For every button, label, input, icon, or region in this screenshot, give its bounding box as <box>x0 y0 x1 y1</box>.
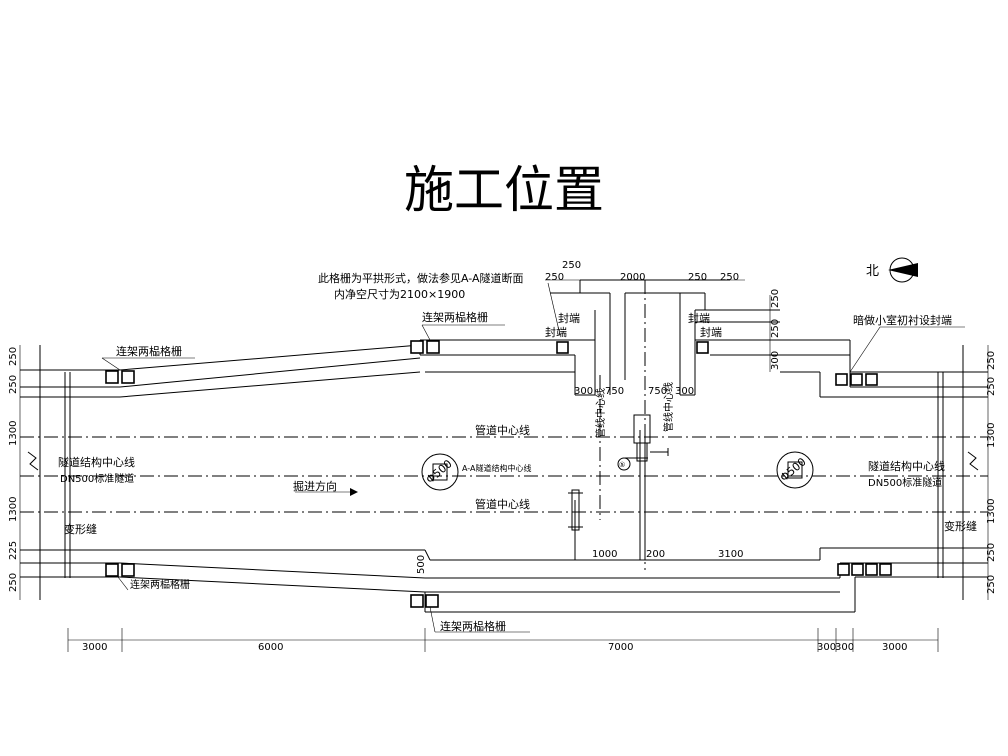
deform-joint-right: 变形缝 <box>944 519 977 533</box>
tunnel-std-left: DN500标准隧道 <box>60 472 134 485</box>
center-lines <box>20 280 988 570</box>
tunnel-std-right: DN500标准隧道 <box>868 476 942 489</box>
slide-title: 施工位置 <box>404 161 604 219</box>
dim-left-250-b: 250 <box>8 375 19 394</box>
phi-right-label: Φ500 <box>778 455 809 484</box>
dim-left-1300-b: 1300 <box>8 497 19 522</box>
pipe-markers <box>421 414 814 531</box>
dim-inner-750-left: 750 <box>605 386 624 397</box>
dim-inner-750-right: 750 <box>648 386 667 397</box>
dim-left-250-c: 250 <box>8 573 19 592</box>
annotations: 此格栅为平拱形式，做法参见A-A隧道断面 内净空尺寸为2100×1900 连架两… <box>58 271 977 633</box>
dim-inner-300-left: 300 <box>574 386 593 397</box>
dim-bottom-300-a: 300 <box>817 642 836 653</box>
grid-label-top-left: 连架两榀格栅 <box>116 344 182 358</box>
dim-right-1300-a: 1300 <box>986 423 997 448</box>
seal-label-left-2: 封端 <box>545 325 567 339</box>
dim-bottom-300-b: 300 <box>835 642 854 653</box>
dim-bottom-7000: 7000 <box>608 642 633 653</box>
seal-label-right-1: 封端 <box>688 311 710 325</box>
pipe-line-label-1: 管线中心线 <box>594 388 607 438</box>
pipe-line-label-2: 管线中心线 <box>662 382 675 432</box>
dim-mid-500: 500 <box>416 555 427 574</box>
dim-top-2000: 2000 <box>620 272 645 283</box>
deform-joint-left: 变形缝 <box>64 522 97 536</box>
dim-right-250-e: 250 <box>986 543 997 562</box>
dimension-lines <box>19 279 989 652</box>
small-circle-mark <box>617 457 631 471</box>
north-arrow: 北 <box>866 257 918 283</box>
dim-top-250-a: 250 <box>562 260 581 271</box>
arch-note-line2: 内净空尺寸为2100×1900 <box>334 287 465 301</box>
grid-label-top-mid: 连架两榀格栅 <box>422 310 488 324</box>
arch-note-line1: 此格栅为平拱形式，做法参见A-A隧道断面 <box>318 271 524 285</box>
dim-bottom-6000: 6000 <box>258 642 283 653</box>
dim-left-1300-a: 1300 <box>8 421 19 446</box>
seal-label-right-2: 封端 <box>700 325 722 339</box>
dim-top-250-b: 250 <box>545 272 564 283</box>
pipe-center-top: 管道中心线 <box>475 423 530 437</box>
grid-label-bottom-left: 连架两榀格栅 <box>130 578 190 591</box>
chamber-seal-label: 暗做小室初衬设封端 <box>853 313 952 327</box>
dim-right-250-f: 250 <box>986 575 997 594</box>
dimension-texts: 250 2000 250 250 250 250 250 300 300 750… <box>8 260 997 653</box>
dim-right-250-c: 250 <box>986 351 997 370</box>
dim-top-250-c: 250 <box>688 272 707 283</box>
dim-inner-300-right: 300 <box>675 386 694 397</box>
pipe-circle-right <box>776 451 814 489</box>
dig-direction-label: 掘进方向 <box>293 479 337 493</box>
dim-right-1300-b: 1300 <box>986 499 997 524</box>
seal-label-left-1: 封端 <box>558 311 580 325</box>
dim-right-250-b: 250 <box>770 319 781 338</box>
aa-center-label: A-A隧道结构中心线 <box>462 463 531 473</box>
phi-left-label: Φ500 <box>424 457 455 486</box>
dim-mid-200: 200 <box>646 549 665 560</box>
dim-right-250-a: 250 <box>770 289 781 308</box>
grid-label-bottom-mid: 连架两榀格栅 <box>440 619 506 633</box>
dim-right-300: 300 <box>770 351 781 370</box>
tunnel-center-left: 隧道结构中心线 <box>58 455 135 469</box>
tunnel-outline <box>20 279 988 613</box>
tunnel-center-right: 隧道结构中心线 <box>868 459 945 473</box>
small-mark-label: ⑤ <box>619 461 625 469</box>
dim-mid-1000: 1000 <box>592 549 617 560</box>
dim-left-250-a: 250 <box>8 347 19 366</box>
pipe-center-bottom: 管道中心线 <box>475 497 530 511</box>
dim-top-250-d: 250 <box>720 272 739 283</box>
dim-bottom-3000-right: 3000 <box>882 642 907 653</box>
dim-right-250-d: 250 <box>986 377 997 396</box>
pipe-circle-left <box>421 453 459 491</box>
north-label: 北 <box>866 264 879 279</box>
dim-bottom-3000-left: 3000 <box>82 642 107 653</box>
dim-mid-3100: 3100 <box>718 549 743 560</box>
dim-left-225: 225 <box>8 541 19 560</box>
grid-boxes <box>105 340 892 608</box>
